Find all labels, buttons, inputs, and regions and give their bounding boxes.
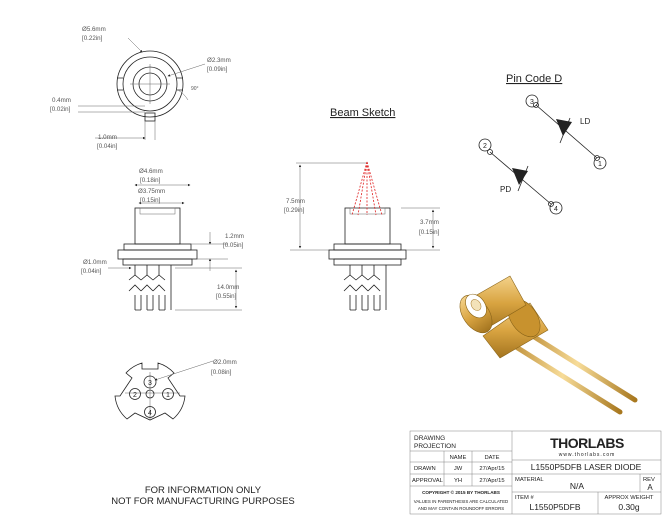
material-label: MATERIAL [515, 477, 544, 483]
rev-label: REV [643, 477, 655, 483]
laser-diode-render [459, 275, 638, 415]
beam-height-in: [0.29in] [284, 207, 305, 214]
tab-width-label: 1.0mm [98, 134, 117, 141]
drawing-projection-line1: DRAWING [414, 435, 445, 442]
bottom-pin-3: 3 [148, 380, 152, 387]
pin-code-diagram [478, 94, 607, 215]
rev-value: A [647, 483, 653, 492]
disclaimer-line1: FOR INFORMATION ONLY [145, 485, 262, 496]
flange-thickness-label: 1.2mm [225, 233, 244, 240]
ld-label: LD [580, 117, 590, 126]
material-value: N/A [570, 481, 585, 491]
cap-diameter-label: Ø4.6mm [139, 168, 163, 175]
weight-value: 0.30g [618, 502, 640, 512]
beam-sketch [290, 162, 440, 311]
emitter-height-in: [0.15in] [419, 229, 440, 236]
flange-thickness-in: [0.05in] [223, 242, 244, 249]
date-header: DATE [484, 455, 499, 461]
bottom-pin-1: 1 [166, 392, 170, 399]
lead-length-in: [0.55in] [216, 293, 237, 300]
laser-beam [351, 161, 383, 216]
top-diameter-label: Ø5.6mm [82, 26, 106, 33]
item-label: ITEM # [515, 495, 534, 501]
disclaimer-line2: NOT FOR MANUFACTURING PURPOSES [111, 496, 295, 507]
tab-width-in: [0.04in] [97, 143, 118, 150]
approval-label: APPROVAL [412, 478, 444, 484]
weight-label: APPROX WEIGHT [605, 495, 654, 501]
name-header: NAME [450, 455, 467, 461]
drawn-label: DRAWN [414, 466, 436, 472]
tab-height-in: [0.02in] [50, 106, 71, 113]
lead-length-label: 14.0mm [217, 284, 239, 291]
title-block [409, 430, 662, 515]
pin-3-label: 3 [530, 99, 534, 106]
angle-label: 90° [191, 86, 199, 92]
website: www.thorlabs.com [559, 452, 616, 458]
top-view [78, 37, 206, 140]
copyright: COPYRIGHT © 2015 BY THORLABS [422, 489, 500, 495]
window-diameter-in: [0.15in] [140, 197, 161, 204]
bottom-pin-4: 4 [148, 410, 152, 417]
pin-4-label: 4 [554, 206, 558, 213]
beam-sketch-title: Beam Sketch [330, 107, 395, 119]
part-title: L1550P5DFB LASER DIODE [531, 462, 642, 472]
approval-date: 27/Apr/15 [479, 478, 504, 484]
thorlabs-logo: THORLABS [550, 435, 624, 451]
pin-circle-label: Ø2.3mm [207, 57, 231, 64]
beam-height-label: 7.5mm [286, 198, 305, 205]
pin-diameter-label: Ø1.0mm [83, 259, 107, 266]
pin-circle-in: [0.09in] [207, 66, 228, 73]
pin-code-title: Pin Code D [506, 73, 562, 85]
top-diameter-in: [0.22in] [82, 35, 103, 42]
bottom-view [114, 360, 214, 421]
emitter-height-label: 3.7mm [420, 219, 439, 226]
bottom-pin-2: 2 [133, 392, 137, 399]
cap-diameter-in: [0.18in] [140, 177, 161, 184]
approval-name: YH [454, 478, 462, 484]
pin-diameter-in: [0.04in] [81, 268, 102, 275]
side-view [108, 183, 242, 311]
tab-height-label: 0.4mm [52, 97, 71, 104]
pd-label: PD [500, 185, 511, 194]
pin-2-label: 2 [483, 143, 487, 150]
item-value: L1550P5DFB [529, 502, 580, 512]
drawing-projection-line2: PROJECTION [414, 443, 456, 450]
drawn-name: JW [454, 466, 463, 472]
note-line1: VALUES IN PARENTHESIS ARE CALCULATED [414, 499, 508, 504]
note-line2: AND MAY CONTAIN ROUNDOFF ERRORS [418, 506, 504, 511]
drawn-date: 27/Apr/15 [479, 466, 504, 472]
bottom-pin-circle-in: [0.08in] [211, 369, 232, 376]
bottom-pin-circle-label: Ø2.0mm [213, 359, 237, 366]
window-diameter-label: Ø3.75mm [138, 188, 165, 195]
pin-1-label: 1 [598, 161, 602, 168]
